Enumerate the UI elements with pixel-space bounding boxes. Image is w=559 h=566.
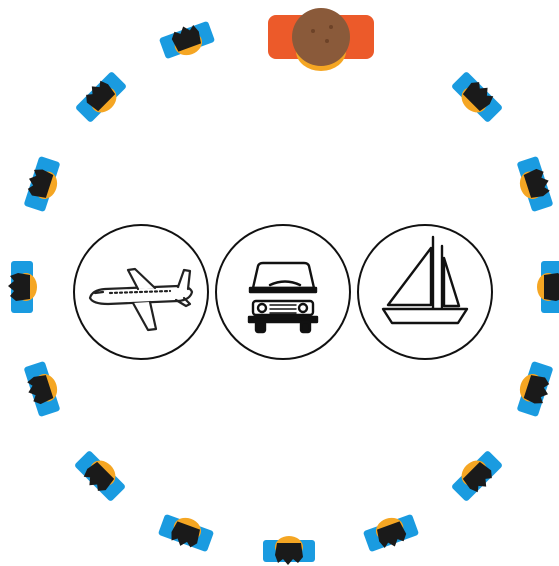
student-seat bbox=[537, 261, 559, 313]
student-seat bbox=[448, 447, 505, 504]
student-seat bbox=[21, 155, 65, 213]
student-seat bbox=[8, 261, 37, 313]
teacher-seat bbox=[268, 8, 374, 71]
student-seat bbox=[21, 360, 65, 418]
student-seat bbox=[157, 510, 216, 555]
airplane-circle bbox=[74, 225, 208, 359]
student-seat bbox=[448, 69, 505, 126]
student-seat bbox=[361, 510, 420, 555]
student-seat bbox=[513, 360, 557, 418]
student-seat bbox=[72, 447, 129, 504]
car-circle bbox=[216, 225, 350, 359]
student-seat bbox=[73, 69, 130, 126]
student-seat bbox=[158, 18, 217, 63]
student-seat bbox=[513, 155, 557, 213]
student-seat bbox=[263, 536, 315, 565]
sailboat-circle bbox=[358, 225, 492, 359]
